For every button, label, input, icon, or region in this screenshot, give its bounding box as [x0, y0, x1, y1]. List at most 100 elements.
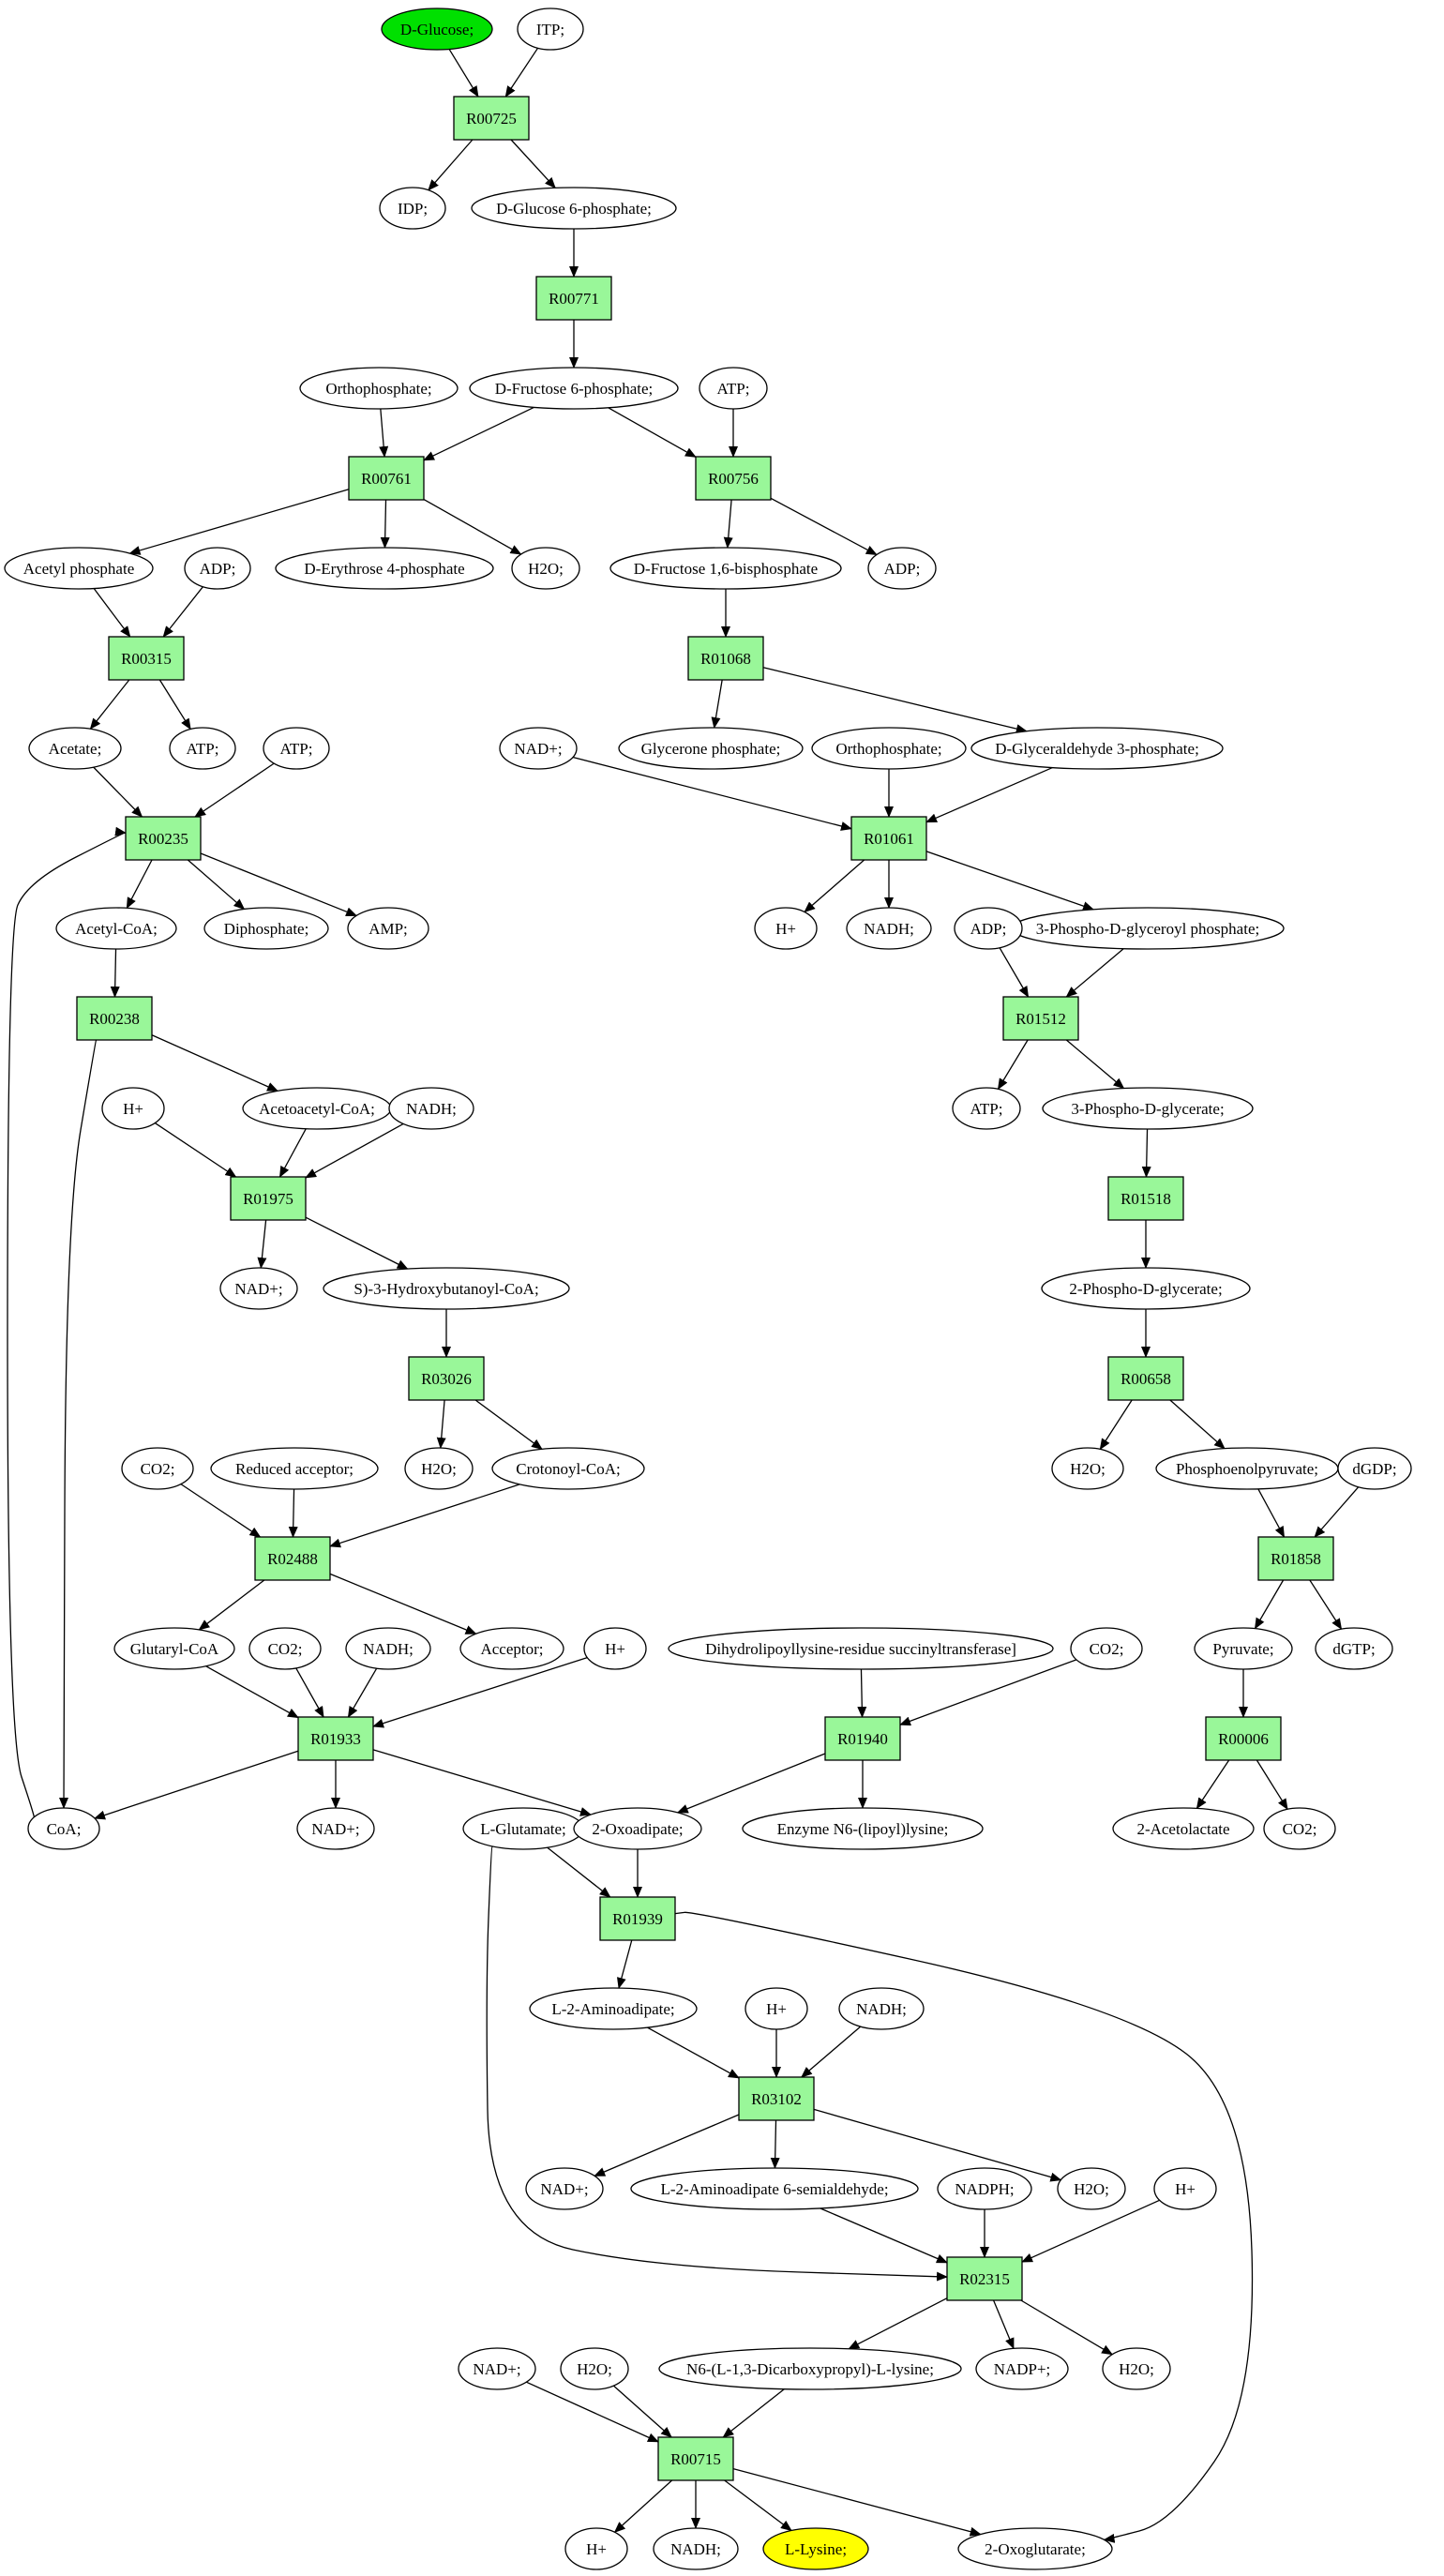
compound-ellipse — [4, 547, 154, 590]
compound-node-adp2: ADP; — [867, 547, 937, 590]
reaction-node-R00715: R00715 — [657, 2436, 734, 2481]
compound-ellipse — [248, 1627, 322, 1670]
compound-ellipse — [952, 1087, 1021, 1130]
compound-ellipse — [957, 2527, 1113, 2570]
node-label: NAD+; — [473, 2360, 520, 2378]
compound-node-h2o1: H2O; — [511, 547, 580, 590]
reaction-node-R00238: R00238 — [76, 996, 153, 1041]
edge-R00238-to-coa — [59, 1039, 98, 1809]
compound-ellipse — [970, 727, 1224, 770]
compound-node-hplus5: H+ — [1153, 2167, 1217, 2210]
node-label: R01940 — [837, 1730, 888, 1748]
compound-node-nadh5: NADH; — [653, 2527, 739, 2570]
edge-R00658-to-pep — [1169, 1399, 1226, 1450]
edge-acp-to-R00315 — [93, 588, 131, 638]
node-label: H+ — [586, 2540, 607, 2558]
edge-R01933-to-coa — [94, 1750, 299, 1820]
edge-R00761-to-h2o1 — [423, 499, 522, 555]
edge-dlst-to-R01940 — [857, 1668, 867, 1718]
compound-ellipse — [529, 1987, 698, 2030]
node-label: R01061 — [864, 830, 914, 848]
node-label: Glycerone phosphate; — [641, 740, 781, 758]
reaction-box — [297, 1716, 374, 1761]
edge-laas-to-R02315 — [820, 2207, 948, 2264]
edge-co2b-to-R01933 — [295, 1667, 324, 1718]
compound-node-acc: Acceptor; — [459, 1627, 564, 1670]
edge-R01068-to-glyp — [711, 679, 723, 730]
compound-ellipse — [263, 727, 330, 770]
node-label: 2-Phospho-D-glycerate; — [1069, 1280, 1222, 1298]
compound-ellipse — [1070, 1627, 1143, 1670]
node-label: R00715 — [670, 2450, 721, 2468]
compound-ellipse — [27, 1807, 100, 1850]
reaction-node-R00771: R00771 — [535, 276, 612, 321]
compound-ellipse — [745, 1987, 808, 2030]
node-label: NAD+; — [234, 1280, 282, 1298]
reaction-box — [76, 996, 153, 1041]
reaction-box — [946, 2256, 1023, 2301]
compound-ellipse — [296, 1807, 375, 1850]
edge-sacc-to-R00715 — [722, 2388, 785, 2438]
edges-layer — [7, 47, 1360, 2543]
node-label: D-Glucose 6-phosphate; — [496, 200, 652, 218]
edge-lglu-to-R01939 — [547, 1846, 611, 1898]
compound-ellipse — [345, 1627, 431, 1670]
compound-ellipse — [121, 1447, 194, 1490]
edge-nadp5-to-R00715 — [526, 2381, 659, 2443]
node-label: CO2; — [1090, 1640, 1124, 1658]
edge-adp3-to-R01512 — [999, 947, 1030, 998]
edge-R00725-to-g6p — [510, 139, 556, 189]
reaction-node-R00006: R00006 — [1205, 1716, 1282, 1761]
compound-ellipse — [618, 727, 804, 770]
reaction-node-R00235: R00235 — [125, 816, 202, 861]
compound-node-nadp2: NAD+; — [219, 1267, 298, 1310]
node-label: R00006 — [1218, 1730, 1269, 1748]
compound-node-lys: L-Lysine; — [762, 2527, 869, 2570]
compound-ellipse — [459, 1627, 564, 1670]
compound-ellipse — [379, 187, 446, 230]
compound-node-oxoad: 2-Oxoadipate; — [573, 1807, 702, 1850]
node-label: L-Lysine; — [785, 2540, 847, 2558]
compound-node-nadp1: NAD+; — [499, 727, 578, 770]
compound-node-f6p: D-Fructose 6-phosphate; — [469, 367, 679, 410]
node-label: Reduced acceptor; — [235, 1460, 353, 1478]
node-label: H2O; — [577, 2360, 612, 2378]
node-label: D-Fructose 1,6-bisphosphate — [634, 560, 818, 578]
node-label: H2O; — [1074, 2180, 1109, 2198]
compound-ellipse — [469, 367, 679, 410]
edge-R00756-to-adp2 — [770, 497, 878, 556]
edge-R03026-to-h2o2 — [436, 1399, 446, 1450]
compound-node-hbcoa: S)-3-Hydroxybutanoyl-CoA; — [323, 1267, 570, 1310]
edge-gcoa-to-R01933 — [205, 1665, 299, 1719]
node-label: dGDP; — [1352, 1460, 1396, 1478]
edge-dgdp-to-R01858 — [1314, 1486, 1360, 1538]
edge-R01975-to-nadp2 — [257, 1219, 267, 1270]
compound-node-pgp: 3-Phospho-D-glyceroyl phosphate; — [1011, 907, 1285, 950]
reaction-box — [1107, 1176, 1184, 1221]
compound-node-pg2: 2-Phospho-D-glycerate; — [1041, 1267, 1251, 1310]
reaction-node-R00315: R00315 — [108, 636, 185, 681]
edge-R00715-to-hplus6 — [613, 2479, 673, 2533]
compound-node-crcoa: Crotonoyl-CoA; — [491, 1447, 645, 1490]
node-label: R02488 — [267, 1550, 318, 1568]
compound-node-co2d: CO2; — [1263, 1807, 1336, 1850]
node-label: NADPH; — [955, 2180, 1014, 2198]
node-label: H+ — [605, 1640, 625, 1658]
edge-R02315-to-nadpplus — [992, 2299, 1015, 2350]
compound-ellipse — [517, 8, 584, 51]
compound-ellipse — [219, 1267, 298, 1310]
reaction-box — [108, 636, 185, 681]
edge-itp-to-R00725 — [504, 47, 539, 98]
node-label: R00238 — [89, 1010, 140, 1028]
node-label: D-Glucose; — [400, 21, 474, 38]
compound-node-ortho2: Orthophosphate; — [811, 727, 967, 770]
compound-node-nadph: NADPH; — [937, 2167, 1032, 2210]
compound-ellipse — [210, 1447, 379, 1490]
compound-node-atp2: ATP; — [169, 727, 236, 770]
reaction-node-R00658: R00658 — [1107, 1356, 1184, 1401]
edge-nadh4-to-R03102 — [801, 2026, 862, 2078]
edge-R01933-to-oxoad — [372, 1749, 592, 1816]
edge-R01512-to-atp4 — [997, 1039, 1029, 1091]
compound-node-glyp: Glycerone phosphate; — [618, 727, 804, 770]
node-label: H2O; — [1070, 1460, 1106, 1478]
